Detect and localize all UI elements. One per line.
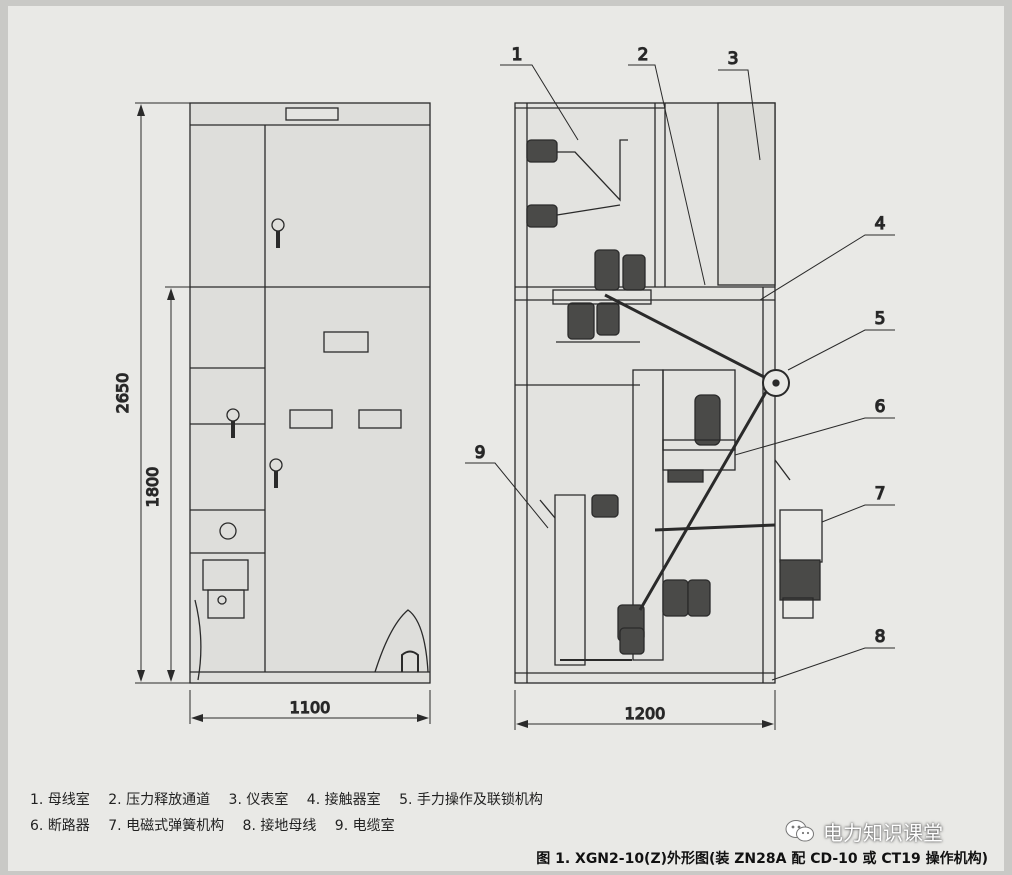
callout-number-8: 8 (875, 627, 886, 647)
legend-item: 8. 接地母线 (242, 818, 317, 834)
busbar-insulator (526, 139, 558, 163)
legend-item: 9. 电缆室 (334, 818, 395, 834)
front-mechanism-knob (217, 595, 227, 605)
callout-number-5: 5 (875, 309, 886, 329)
busbar-conductor (556, 139, 628, 216)
operating-shaft (654, 523, 776, 532)
leader-5 (787, 329, 895, 371)
drawing-sheet (8, 6, 1004, 871)
leader-8 (771, 647, 895, 681)
callout-number-3: 3 (728, 49, 739, 69)
cable-room-bracket (554, 494, 586, 666)
callout-leaders (465, 64, 895, 681)
spring-mechanism-motor (779, 559, 821, 601)
legend-row-2: 6. 断路器 7. 电磁式弹簧机构 8. 接地母线 9. 电缆室 (30, 816, 557, 842)
front-view (135, 102, 431, 724)
front-cabinet-outline (189, 102, 431, 684)
interlock-linkage-bar (638, 384, 772, 611)
front-cable-left (194, 599, 202, 681)
dim-label-total-height: 2650 (113, 373, 132, 414)
figure-caption: 图 1. XGN2-10(Z)外形图(装 ZN28A 配 CD-10 或 CT1… (536, 851, 988, 867)
callout-number-4: 4 (875, 214, 886, 234)
lock-icon (219, 522, 237, 540)
side-mounting-plate (552, 289, 652, 305)
spring-mechanism-base (782, 597, 814, 619)
front-cable-cut (374, 609, 429, 673)
watermark: 电力知识课堂 (785, 816, 943, 846)
leader-4 (759, 234, 895, 301)
leader-9 (465, 462, 549, 529)
side-view (514, 102, 823, 730)
leader-7 (821, 504, 895, 523)
watermark-text: 电力知识课堂 (823, 820, 943, 845)
door-handle-icon (226, 408, 240, 438)
door-handle-icon (271, 218, 285, 248)
vacuum-interrupter (694, 394, 721, 446)
mechanism-bracket (774, 459, 791, 481)
front-viewing-window (358, 409, 402, 429)
cable-insulator (687, 579, 711, 617)
legend-item: 7. 电磁式弹簧机构 (108, 818, 225, 834)
front-nameplate (285, 107, 339, 121)
dim-label-front-width: 1100 (290, 698, 331, 717)
callout-number-1: 1 (512, 45, 523, 65)
legend-item: 2. 压力释放通道 (108, 792, 211, 808)
cable-insulator (662, 579, 689, 617)
front-viewing-window (289, 409, 333, 429)
legend: 1. 母线室 2. 压力释放通道 3. 仪表室 4. 接触器室 5. 手力操作及… (30, 790, 557, 842)
cable-insulator (591, 494, 619, 518)
front-earth-clip (401, 650, 419, 672)
legend-item: 5. 手力操作及联锁机构 (399, 792, 543, 808)
legend-row-1: 1. 母线室 2. 压力释放通道 3. 仪表室 4. 接触器室 5. 手力操作及… (30, 790, 557, 816)
breaker-frame (632, 369, 664, 661)
leader-6 (734, 417, 895, 456)
dim-label-side-depth: 1200 (625, 704, 666, 723)
legend-item: 4. 接触器室 (306, 792, 381, 808)
interlock-linkage-bar (604, 293, 771, 382)
front-viewing-window (323, 331, 369, 353)
instrument-room-box (717, 102, 776, 286)
cable-room-leader (539, 499, 556, 519)
legend-item: 3. 仪表室 (228, 792, 289, 808)
spring-mechanism-box (779, 509, 823, 563)
leader-3 (718, 69, 761, 161)
cable-insulator (619, 627, 645, 655)
leader-1 (500, 64, 579, 141)
callout-number-9: 9 (475, 443, 486, 463)
disconnector-insulator (596, 302, 620, 336)
callout-number-2: 2 (638, 45, 649, 65)
breaker-body (662, 369, 736, 451)
leader-2 (628, 64, 706, 286)
manual-operation-wheel-hub (772, 379, 780, 387)
callout-number-7: 7 (875, 484, 886, 504)
dim-label-lower-height: 1800 (143, 467, 162, 508)
callout-number-6: 6 (875, 397, 886, 417)
disconnector-insulator (594, 249, 620, 291)
front-mechanism-box (207, 589, 245, 619)
legend-item: 6. 断路器 (30, 818, 90, 834)
legend-item: 1. 母线室 (30, 792, 90, 808)
breaker-spring (667, 469, 704, 483)
disconnector-insulator (567, 302, 595, 340)
disconnector-insulator (622, 254, 646, 291)
wechat-icon (785, 820, 814, 842)
door-handle-icon (269, 458, 283, 488)
busbar-insulator (526, 204, 558, 228)
